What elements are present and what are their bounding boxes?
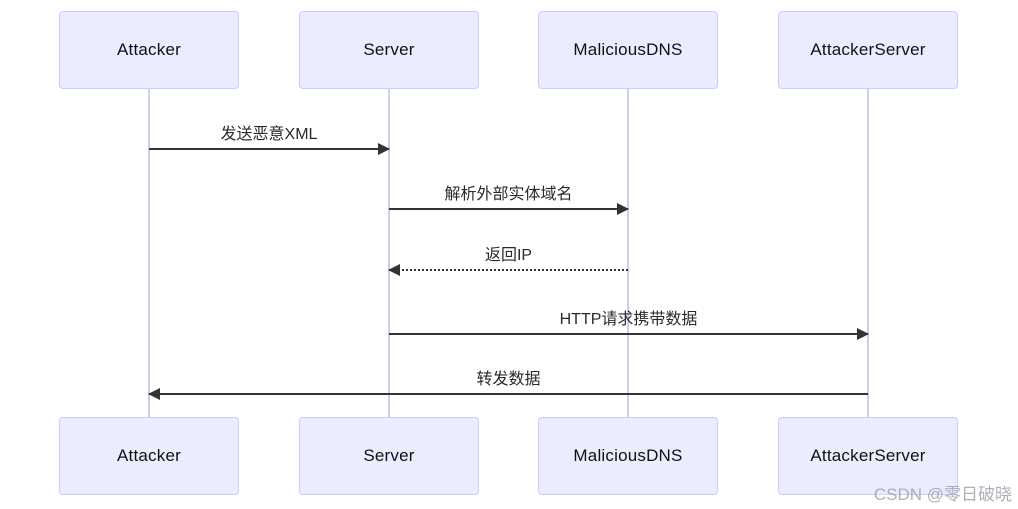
arrowhead-icon [617, 203, 629, 215]
actor-label: AttackerServer [810, 446, 926, 465]
message-line-2 [388, 264, 628, 276]
actor-label: Server [363, 40, 415, 59]
message-label-1: 解析外部实体域名 [444, 186, 573, 203]
lifeline-attacker-server [867, 89, 869, 417]
top-actor-malicious-dns: MaliciousDNS [538, 11, 718, 89]
bottom-actor-attacker: Attacker [59, 417, 239, 495]
actor-label: MaliciousDNS [573, 446, 683, 465]
top-actor-attacker: Attacker [59, 11, 239, 89]
bottom-actor-server: Server [299, 417, 479, 495]
message-label-3: HTTP请求携带数据 [559, 311, 698, 328]
message-line-4 [148, 388, 868, 400]
message-label-2: 返回IP [484, 247, 533, 264]
lifeline-attacker [148, 89, 150, 417]
arrowhead-icon [148, 388, 160, 400]
message-line-3 [389, 328, 869, 340]
actor-label: Server [363, 446, 415, 465]
actor-label: MaliciousDNS [573, 40, 683, 59]
bottom-actor-malicious-dns: MaliciousDNS [538, 417, 718, 495]
actor-label: AttackerServer [810, 40, 926, 59]
actor-label: Attacker [117, 40, 181, 59]
top-actor-server: Server [299, 11, 479, 89]
arrowhead-icon [857, 328, 869, 340]
arrowhead-icon [388, 264, 400, 276]
top-actor-attacker-server: AttackerServer [778, 11, 958, 89]
bottom-actor-attacker-server: AttackerServer [778, 417, 958, 495]
actor-label: Attacker [117, 446, 181, 465]
message-label-0: 发送恶意XML [220, 126, 318, 143]
message-line-0 [149, 143, 390, 155]
lifeline-malicious-dns [627, 89, 629, 417]
arrowhead-icon [378, 143, 390, 155]
message-line-1 [389, 203, 629, 215]
lifeline-server [388, 89, 390, 417]
message-label-4: 转发数据 [476, 371, 541, 388]
csdn-watermark: CSDN @零日破晓 [873, 485, 1012, 504]
